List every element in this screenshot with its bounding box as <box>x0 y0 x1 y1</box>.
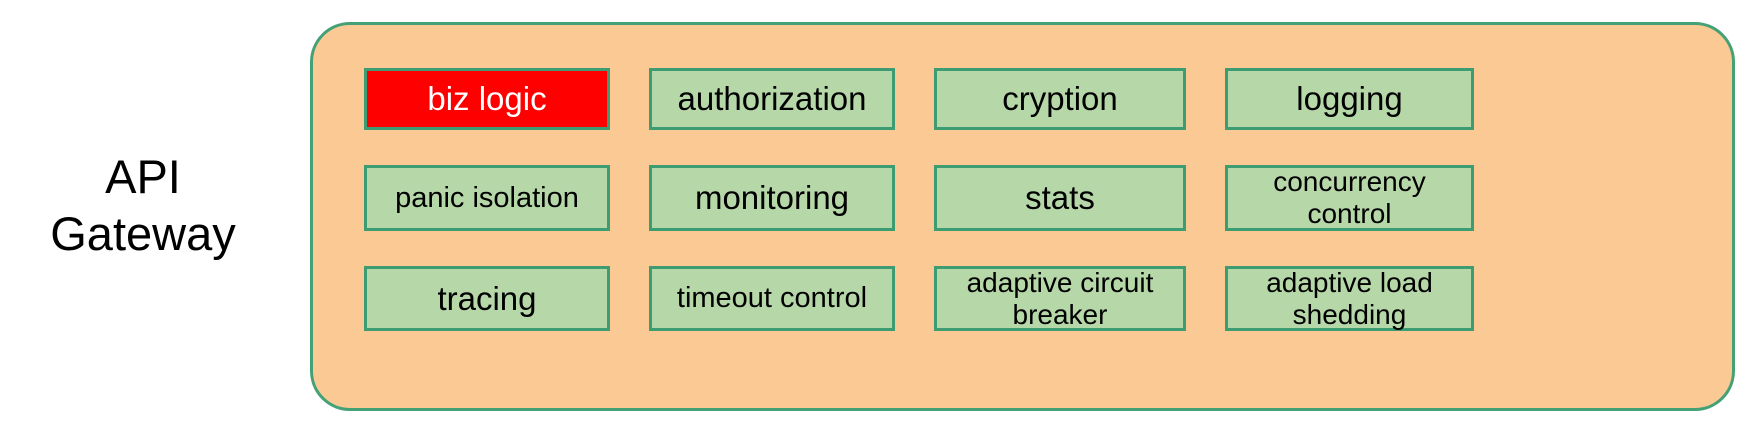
middleware-grid: biz logic authorization cryption logging pan… <box>364 68 1686 371</box>
middleware-box-panic-isolation[interactable]: panic isolation <box>364 165 610 231</box>
api-gateway-container: biz logic authorization cryption logging pan… <box>310 22 1735 411</box>
middleware-box-biz-logic[interactable]: biz logic <box>364 68 610 130</box>
middleware-box-timeout-control[interactable]: timeout control <box>649 266 895 331</box>
middleware-box-concurrency-control[interactable]: concurrency control <box>1225 165 1474 231</box>
middleware-box-stats[interactable]: stats <box>934 165 1186 231</box>
middleware-box-logging[interactable]: logging <box>1225 68 1474 130</box>
middleware-box-cryption[interactable]: cryption <box>934 68 1186 130</box>
middleware-box-adaptive-circuit-breaker[interactable]: adaptive circuit breaker <box>934 266 1186 331</box>
api-gateway-label: API Gateway <box>50 150 236 260</box>
middleware-box-adaptive-load-shedding[interactable]: adaptive load shedding <box>1225 266 1474 331</box>
middleware-box-tracing[interactable]: tracing <box>364 266 610 331</box>
middleware-box-monitoring[interactable]: monitoring <box>649 165 895 231</box>
middleware-box-authorization[interactable]: authorization <box>649 68 895 130</box>
